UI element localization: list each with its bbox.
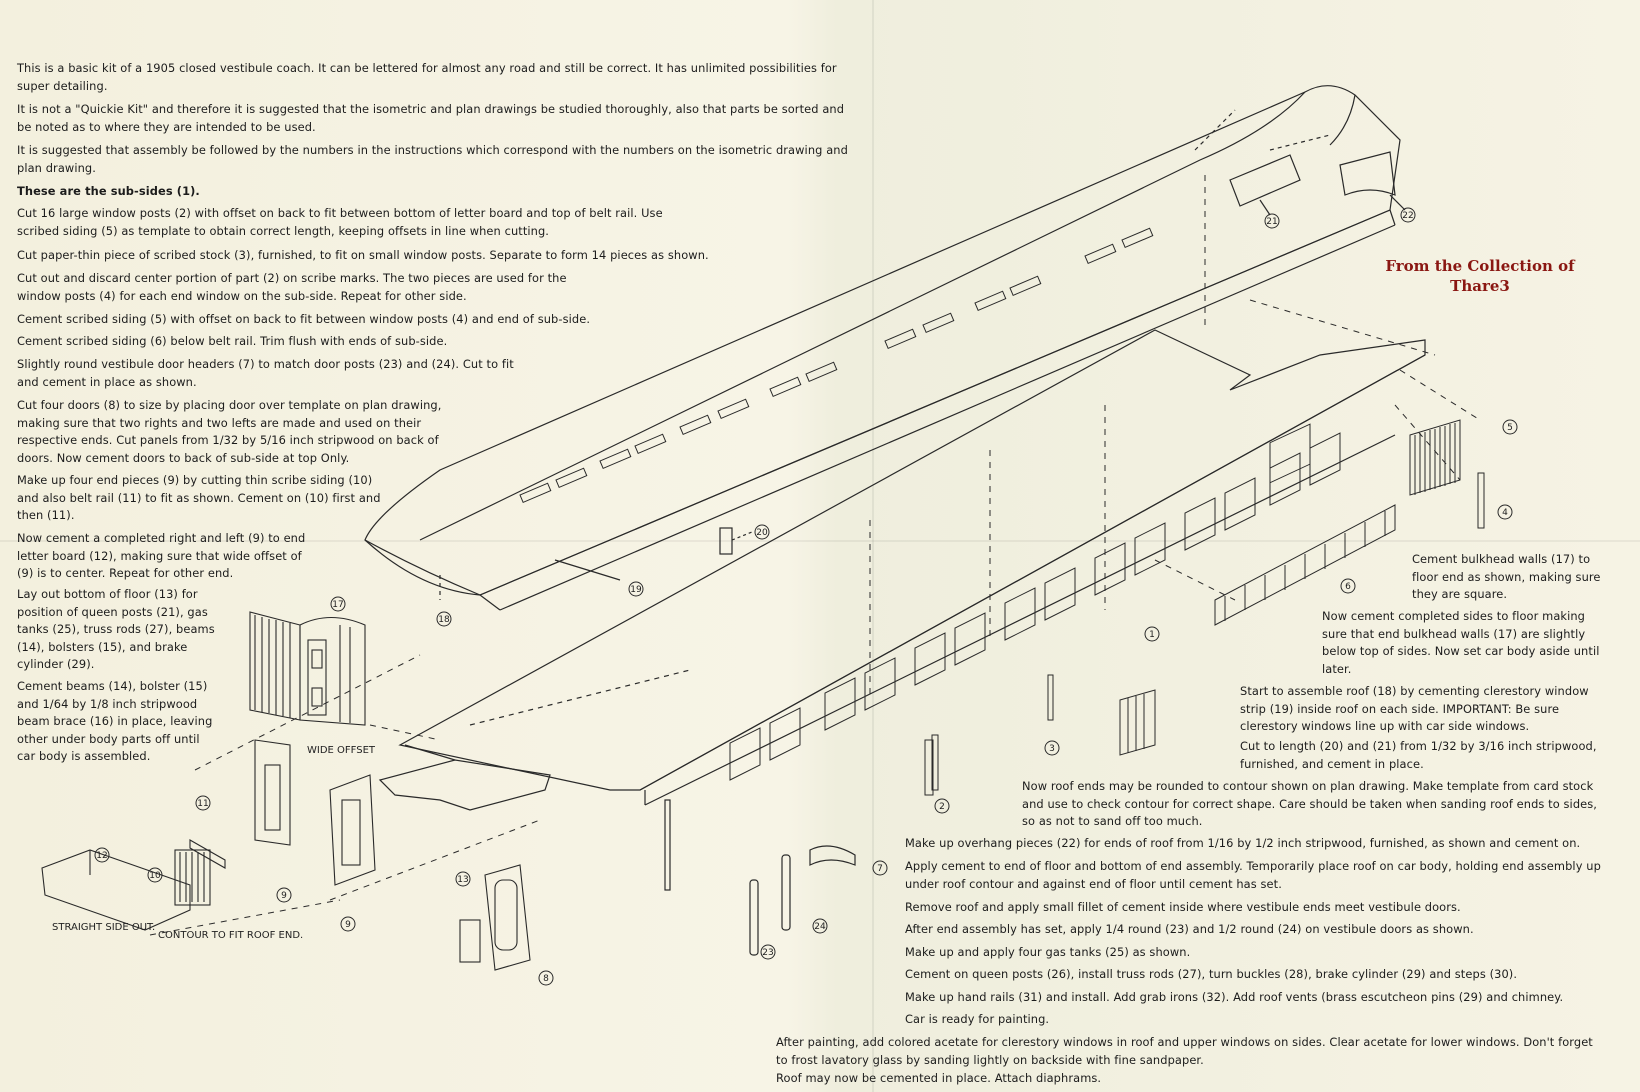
- callout-17: 17: [332, 600, 343, 610]
- instruction-step-3: Cut paper-thin piece of scribed stock (3…: [17, 248, 709, 262]
- callout-22: 22: [1402, 211, 1413, 221]
- instruction-step-11: Lay out bottom of floor (13) for positio…: [17, 587, 215, 671]
- callout-markers: 1 2 3 4 5 6 7 8 9 9 10 11 12 13 17 18 19…: [94, 207, 1518, 986]
- label-straight-side-out: STRAIGHT SIDE OUT.: [52, 922, 155, 933]
- callout-24: 24: [814, 922, 826, 932]
- instruction-step-23: Cement on queen posts (26), install trus…: [905, 967, 1518, 981]
- instruction-step-18: Make up overhang pieces (22) for ends of…: [905, 836, 1581, 850]
- callout-23: 23: [762, 948, 773, 958]
- roof-end-pieces: [1194, 109, 1406, 216]
- instruction-step-16: Cut to length (20) and (21) from 1/32 by…: [1240, 739, 1597, 771]
- instruction-step-24: Make up hand rails (31) and install. Add…: [905, 990, 1564, 1004]
- instruction-step-19: Apply cement to end of floor and bottom …: [905, 859, 1601, 891]
- instruction-step-12: Cement beams (14), bolster (15) and 1/64…: [17, 679, 213, 763]
- side-window-frames: [729, 432, 1341, 781]
- instruction-step-10: Now cement a completed right and left (9…: [17, 531, 306, 580]
- callout-8: 8: [543, 974, 549, 984]
- callout-13: 13: [457, 875, 468, 885]
- alignment-lines: [149, 175, 1481, 936]
- fold-crease-vertical: [872, 0, 874, 1092]
- instruction-step-13: Cement bulkhead walls (17) to floor end …: [1412, 552, 1601, 601]
- callout-4: 4: [1502, 508, 1508, 518]
- instruction-step-8: Cut four doors (8) to size by placing do…: [17, 398, 442, 465]
- instruction-step-6: Cement scribed siding (6) below belt rai…: [17, 334, 448, 348]
- end-assemblies: [41, 611, 531, 971]
- instruction-step-25: Car is ready for painting.: [905, 1012, 1050, 1026]
- callout-18: 18: [438, 615, 450, 625]
- instruction-step-22: Make up and apply four gas tanks (25) as…: [905, 945, 1191, 959]
- instruction-step-2: Cut 16 large window posts (2) with offse…: [17, 206, 663, 238]
- watermark-line-2: Thare3: [1450, 277, 1510, 295]
- callout-9a: 9: [281, 891, 287, 901]
- instruction-step-27: Roof may now be cemented in place. Attac…: [776, 1071, 1102, 1085]
- instruction-step-20: Remove roof and apply small fillet of ce…: [905, 900, 1461, 914]
- instruction-step-21: After end assembly has set, apply 1/4 ro…: [905, 922, 1474, 936]
- watermark-line-1: From the Collection of: [1385, 257, 1575, 275]
- callout-21: 21: [1266, 217, 1277, 227]
- fold-crease-horizontal: [0, 540, 1640, 542]
- instruction-step-14: Now cement completed sides to floor maki…: [1322, 609, 1600, 676]
- clerestory-windows: [519, 227, 1154, 504]
- callout-5: 5: [1507, 423, 1513, 433]
- callout-9b: 9: [345, 920, 351, 930]
- instruction-paragraph-quickie: It is not a "Quickie Kit" and therefore …: [17, 102, 845, 134]
- callout-20: 20: [756, 528, 768, 538]
- underbody-parts: [664, 799, 856, 956]
- callout-1: 1: [1149, 630, 1155, 640]
- label-contour-to-fit: CONTOUR TO FIT ROOF END.: [158, 930, 303, 941]
- instruction-step-9: Make up four end pieces (9) by cutting t…: [17, 473, 381, 522]
- roof-assembly: [364, 85, 1401, 611]
- instruction-step-4: Cut out and discard center portion of pa…: [17, 271, 567, 303]
- callout-11: 11: [197, 799, 208, 809]
- instruction-step-1: These are the sub-sides (1).: [17, 184, 200, 198]
- callout-10: 10: [149, 871, 161, 881]
- instruction-step-17: Now roof ends may be rounded to contour …: [1022, 779, 1598, 828]
- callout-12: 12: [96, 851, 107, 861]
- instruction-step-5: Cement scribed siding (5) with offset on…: [17, 312, 591, 326]
- callout-7: 7: [877, 864, 883, 874]
- instruction-paragraph-intro: This is a basic kit of a 1905 closed ves…: [17, 61, 837, 93]
- callout-19: 19: [630, 585, 642, 595]
- instruction-step-15: Start to assemble roof (18) by cementing…: [1240, 684, 1589, 733]
- callout-3: 3: [1049, 744, 1055, 754]
- callout-2: 2: [939, 802, 945, 812]
- side-windows: [1269, 423, 1311, 484]
- instruction-step-26: After painting, add colored acetate for …: [776, 1035, 1593, 1067]
- label-wide-offset: WIDE OFFSET: [307, 745, 376, 756]
- collection-watermark: From the Collection of Thare3: [1370, 256, 1590, 296]
- instruction-paragraph-assembly-order: It is suggested that assembly be followe…: [17, 143, 848, 175]
- instruction-step-7: Slightly round vestibule door headers (7…: [17, 357, 514, 389]
- callout-6: 6: [1345, 582, 1351, 592]
